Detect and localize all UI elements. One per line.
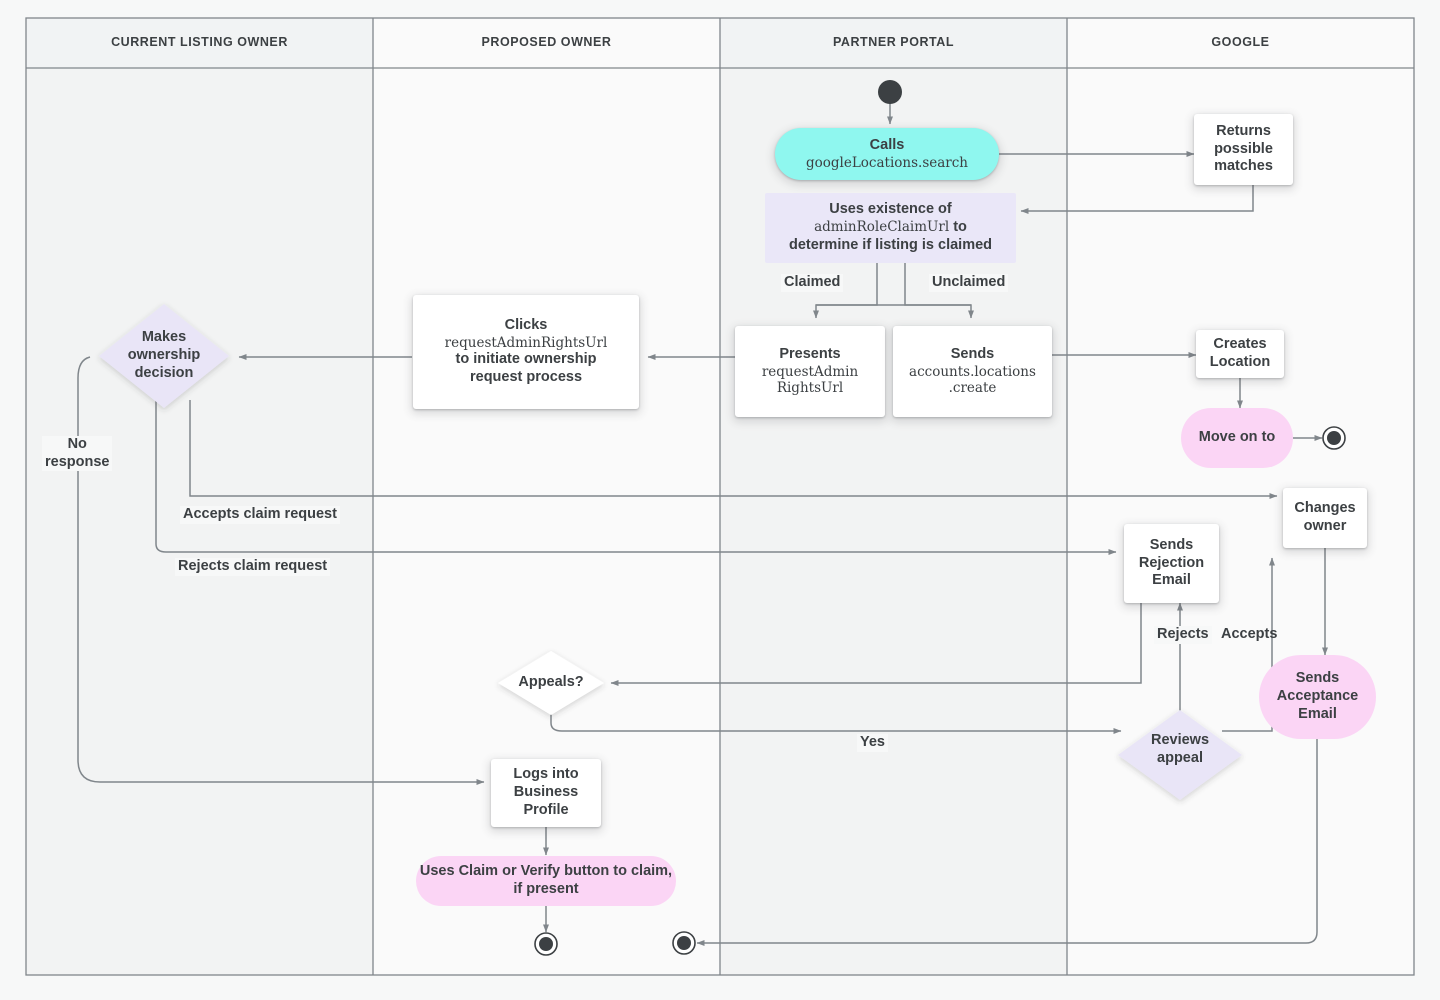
edge-label-accepts: Accepts bbox=[1221, 626, 1278, 642]
uses-existence-line-1: Uses existence of bbox=[829, 201, 952, 218]
move-on-to[interactable]: Move on to bbox=[1181, 408, 1293, 468]
presents-line-1: Presents bbox=[779, 346, 841, 363]
lane-header-partner-portal: PARTNER PORTAL bbox=[832, 35, 955, 50]
sends-acceptance-email[interactable]: Sends Acceptance Email bbox=[1259, 655, 1376, 739]
lane-header-current-listing-owner: CURRENT LISTING OWNER bbox=[111, 35, 288, 50]
edge-label-rejects-claim-request: Rejects claim request bbox=[175, 558, 331, 576]
presents-request-admin-rights-url[interactable]: Presents requestAdmin RightsUrl bbox=[735, 326, 885, 417]
reviews-appeal[interactable]: Reviews appeal bbox=[1150, 732, 1210, 766]
changes-owner[interactable]: Changes owner bbox=[1283, 488, 1367, 548]
start-node-dot bbox=[878, 80, 902, 104]
uses-existence-line-3: determine if listing is claimed bbox=[788, 236, 993, 253]
makes-ownership-decision-shape bbox=[99, 304, 229, 408]
clicks-request-admin-rights-url[interactable]: Clicks requestAdminRightsUrl to initiate… bbox=[413, 295, 639, 409]
returns-possible-matches[interactable]: Returns possible matches bbox=[1194, 114, 1293, 185]
edge-label-yes: Yes bbox=[857, 734, 888, 752]
sends-create-token-line-2: .create bbox=[948, 380, 997, 397]
reviews-appeal-shape bbox=[1118, 710, 1242, 800]
end-node-google-dot bbox=[1322, 426, 1346, 450]
uses-existence-of-admin-role-claim-url[interactable]: Uses existence of adminRoleClaimUrl to d… bbox=[765, 193, 1016, 263]
edge-label-claimed: Claimed bbox=[781, 274, 844, 292]
makes-ownership-decision[interactable]: Makes ownership decision bbox=[127, 329, 201, 381]
clicks-line-3: to initiate ownership bbox=[455, 351, 597, 368]
edge-label-rejects: Rejects bbox=[1154, 626, 1212, 644]
sends-rejection-email[interactable]: Sends Rejection Email bbox=[1124, 524, 1219, 603]
uses-existence-line-2-tail: to bbox=[949, 219, 967, 236]
logs-into-business-profile[interactable]: Logs into Business Profile bbox=[491, 759, 601, 827]
lane-header-google: GOOGLE bbox=[1211, 35, 1270, 50]
lane-header-proposed-owner: PROPOSED OWNER bbox=[481, 35, 612, 50]
uses-claim-or-verify-button[interactable]: Uses Claim or Verify button to claim, if… bbox=[416, 856, 676, 906]
appeals-decision-shape bbox=[498, 651, 604, 715]
clicks-line-4: request process bbox=[469, 369, 583, 386]
calls-line-1: Calls bbox=[869, 136, 905, 153]
admin-role-claim-url-token: adminRoleClaimUrl bbox=[814, 219, 950, 236]
creates-location[interactable]: Creates Location bbox=[1196, 330, 1284, 378]
clicks-token: requestAdminRightsUrl bbox=[444, 334, 608, 351]
appeals-decision[interactable]: Appeals? bbox=[518, 674, 584, 691]
calls-api-name: googleLocations.search bbox=[805, 154, 968, 171]
uses-existence-line-2: adminRoleClaimUrl to bbox=[814, 219, 967, 237]
sends-create-token-line-1: accounts.locations bbox=[909, 363, 1036, 380]
edge-label-no-response: No response bbox=[42, 436, 113, 472]
edge-label-accepts-claim-request: Accepts claim request bbox=[180, 506, 340, 524]
end-node-proposed-owner-dot bbox=[534, 932, 558, 956]
edge-label-unclaimed: Unclaimed bbox=[929, 274, 1009, 292]
presents-token-line-2: RightsUrl bbox=[776, 380, 844, 397]
sends-accounts-locations-create[interactable]: Sends accounts.locations .create bbox=[893, 326, 1052, 417]
sends-create-line-1: Sends bbox=[950, 346, 995, 363]
end-node-partner-portal-dot bbox=[672, 931, 696, 955]
presents-token-line-1: requestAdmin bbox=[761, 363, 859, 380]
calls-google-locations-search[interactable]: Calls googleLocations.search bbox=[775, 128, 999, 180]
clicks-line-1: Clicks bbox=[504, 317, 548, 334]
